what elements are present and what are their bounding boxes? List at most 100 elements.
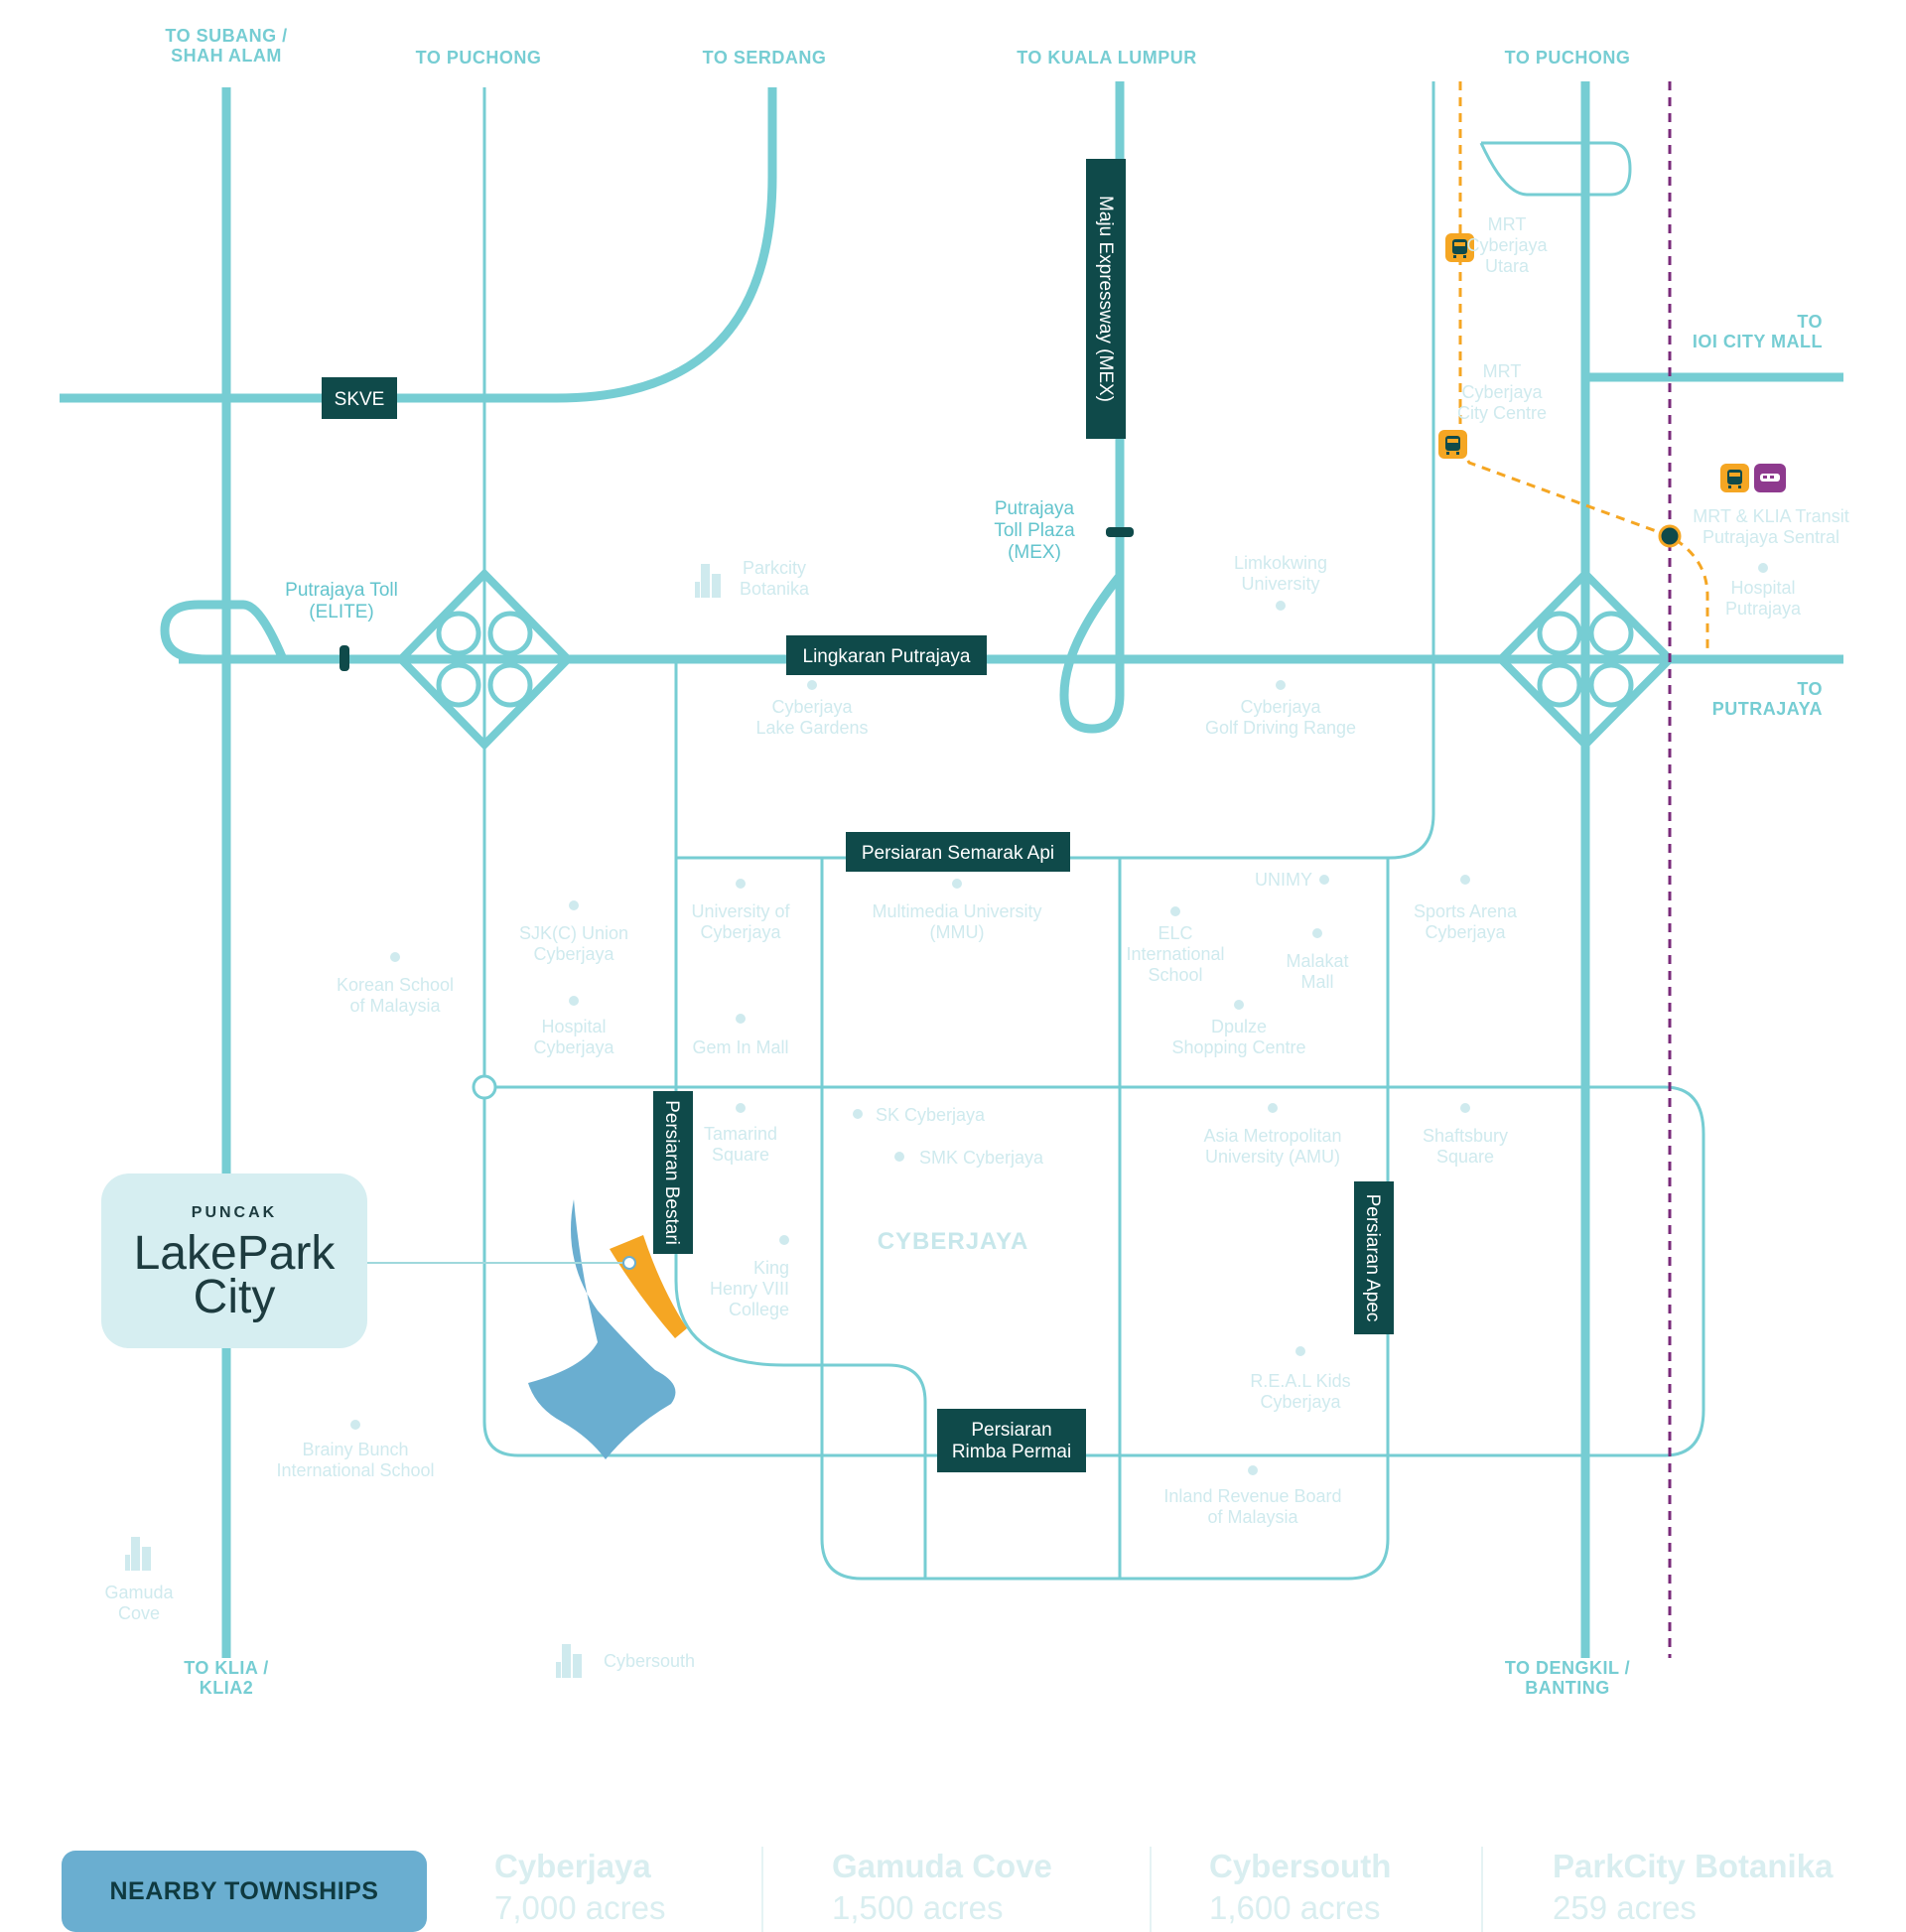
poi-university-of-cyberjaya: University of Cyberjaya — [691, 879, 791, 942]
svg-text:Hospital: Hospital — [541, 1017, 606, 1036]
township-name: Cybersouth — [1209, 1848, 1392, 1884]
elite-toll-label-line1: Putrajaya Toll — [285, 580, 398, 601]
svg-text:Inland Revenue Board: Inland Revenue Board — [1163, 1486, 1341, 1506]
poi-king-henry: King Henry VIII College — [710, 1235, 789, 1319]
svg-text:Cyberjaya: Cyberjaya — [533, 1037, 614, 1057]
svg-text:Hospital: Hospital — [1730, 578, 1795, 598]
direction-puchong-east: TO PUCHONG — [1505, 48, 1631, 68]
svg-text:SK Cyberjaya: SK Cyberjaya — [876, 1105, 986, 1125]
svg-text:UNIMY: UNIMY — [1255, 870, 1312, 890]
svg-text:(MMU): (MMU) — [930, 922, 985, 942]
svg-text:Parkcity: Parkcity — [743, 558, 806, 578]
elite-toll-label-line2: (ELITE) — [309, 602, 373, 622]
building-icon — [695, 564, 721, 598]
svg-text:Utara: Utara — [1485, 256, 1530, 276]
mrt-sentral-icon — [1720, 464, 1749, 492]
svg-text:Square: Square — [712, 1145, 769, 1165]
svg-text:Persiaran: Persiaran — [971, 1420, 1051, 1441]
north-east-loop — [1479, 141, 1632, 197]
elite-loop — [160, 600, 288, 664]
poi-tamarind-square: Tamarind Square — [704, 1103, 777, 1165]
direction-subang-line2: SHAH ALAM — [171, 46, 282, 66]
road-node — [472, 1074, 497, 1100]
svg-text:Cyberjaya: Cyberjaya — [1425, 922, 1506, 942]
township-name: ParkCity Botanika — [1553, 1848, 1834, 1884]
mex-toll-label-line2: Toll Plaza — [994, 520, 1075, 541]
poi-korean-school: Korean School of Malaysia — [337, 952, 454, 1016]
rimba-loop — [820, 858, 1390, 1581]
skve-label: SKVE — [322, 377, 397, 419]
township-name: Cyberjaya — [494, 1848, 651, 1884]
svg-text:LakePark: LakePark — [134, 1227, 337, 1280]
direction-klia-line1: TO KLIA / — [184, 1658, 269, 1678]
svg-text:SJK(C) Union: SJK(C) Union — [519, 923, 628, 943]
poi-shaftsbury-square: Shaftsbury Square — [1423, 1103, 1508, 1167]
klia-transit-icon — [1754, 464, 1786, 492]
bestari-label: Persiaran Bestari — [653, 1091, 693, 1254]
township-cybersouth[interactable]: Cybersouth 1,600 acres — [1209, 1847, 1391, 1930]
skve-highway — [60, 87, 777, 403]
putrajaya-sentral-station-icon — [1658, 524, 1682, 548]
svg-text:School: School — [1148, 965, 1202, 985]
direction-ioi-line1: TO — [1797, 312, 1823, 332]
poi-smk-cyberjaya: SMK Cyberjaya — [894, 1148, 1044, 1168]
svg-text:Mall: Mall — [1300, 972, 1333, 992]
svg-text:MRT & KLIA Transit: MRT & KLIA Transit — [1693, 506, 1848, 526]
direction-subang-line1: TO SUBANG / — [165, 26, 287, 46]
poi-inland-revenue: Inland Revenue Board of Malaysia — [1163, 1465, 1342, 1527]
local-roads — [482, 81, 1705, 1581]
lake — [528, 1199, 676, 1459]
nearby-townships-bar: NEARBY TOWNSHIPS Cyberjaya 7,000 acres G… — [0, 1837, 1906, 1932]
svg-text:College: College — [729, 1300, 789, 1319]
poi-sports-arena: Sports Arena Cyberjaya — [1414, 875, 1518, 942]
svg-text:SKVE: SKVE — [335, 389, 385, 410]
svg-text:Putrajaya: Putrajaya — [1725, 599, 1802, 619]
township-size: 1,600 acres — [1209, 1889, 1381, 1926]
mrt-city-centre-label: MRT Cyberjaya City Centre — [1457, 361, 1547, 423]
svg-text:Square: Square — [1436, 1147, 1494, 1167]
bestari-curve — [674, 1280, 927, 1579]
svg-text:Cyberjaya: Cyberjaya — [771, 697, 853, 717]
svg-text:Cyberjaya: Cyberjaya — [1466, 235, 1548, 255]
mex-toll-label-line1: Putrajaya — [995, 498, 1075, 519]
svg-text:Botanika: Botanika — [740, 579, 810, 599]
west-interchange — [395, 568, 574, 751]
svg-text:Rimba Permai: Rimba Permai — [952, 1442, 1071, 1462]
lingkaran-label: Lingkaran Putrajaya — [786, 635, 987, 675]
svg-text:SMK Cyberjaya: SMK Cyberjaya — [919, 1148, 1044, 1168]
svg-text:Multimedia University: Multimedia University — [872, 901, 1041, 921]
svg-text:Putrajaya Sentral: Putrajaya Sentral — [1702, 527, 1839, 547]
svg-text:City: City — [194, 1271, 276, 1323]
south-loop — [482, 1085, 1705, 1457]
elite-toll-marker — [340, 645, 349, 671]
nearby-townships-button[interactable]: NEARBY TOWNSHIPS — [62, 1851, 427, 1932]
svg-text:University of: University of — [691, 901, 790, 921]
mex-toll-marker — [1106, 527, 1134, 537]
svg-text:Shaftsbury: Shaftsbury — [1423, 1126, 1508, 1146]
divider — [1481, 1847, 1483, 1932]
direction-dengkil-line2: BANTING — [1525, 1678, 1610, 1698]
township-parkcity-botanika[interactable]: ParkCity Botanika 259 acres — [1553, 1847, 1833, 1930]
svg-text:Dpulze: Dpulze — [1211, 1017, 1267, 1036]
township-cyberjaya[interactable]: Cyberjaya 7,000 acres — [494, 1847, 665, 1930]
direction-puchong-west: TO PUCHONG — [416, 48, 542, 68]
svg-text:Henry VIII: Henry VIII — [710, 1279, 789, 1299]
divider — [761, 1847, 763, 1932]
poi-mmu: Multimedia University (MMU) — [872, 879, 1042, 942]
svg-text:ELC: ELC — [1157, 923, 1192, 943]
svg-text:MRT: MRT — [1483, 361, 1522, 381]
poi-brainy-bunch: Brainy Bunch International School — [276, 1420, 435, 1480]
poi-sk-cyberjaya: SK Cyberjaya — [853, 1105, 986, 1125]
direction-putrajaya-line2: PUTRAJAYA — [1712, 699, 1823, 719]
svg-text:Lingkaran Putrajaya: Lingkaran Putrajaya — [803, 646, 971, 667]
svg-text:Persiaran Semarak Api: Persiaran Semarak Api — [862, 843, 1054, 864]
svg-text:Gamuda: Gamuda — [104, 1583, 174, 1602]
township-gamuda-cove[interactable]: Gamuda Cove 1,500 acres — [832, 1847, 1052, 1930]
poi-unimy: UNIMY — [1255, 870, 1329, 890]
township-size: 259 acres — [1553, 1889, 1697, 1926]
svg-text:Maju Expressway (MEX): Maju Expressway (MEX) — [1095, 196, 1116, 402]
poi-dpulze: Dpulze Shopping Centre — [1171, 1000, 1306, 1057]
lakepark-city-logo: PUNCAK LakePark City — [101, 1173, 367, 1348]
svg-text:Cyberjaya: Cyberjaya — [1240, 697, 1321, 717]
svg-text:MRT: MRT — [1488, 214, 1527, 234]
